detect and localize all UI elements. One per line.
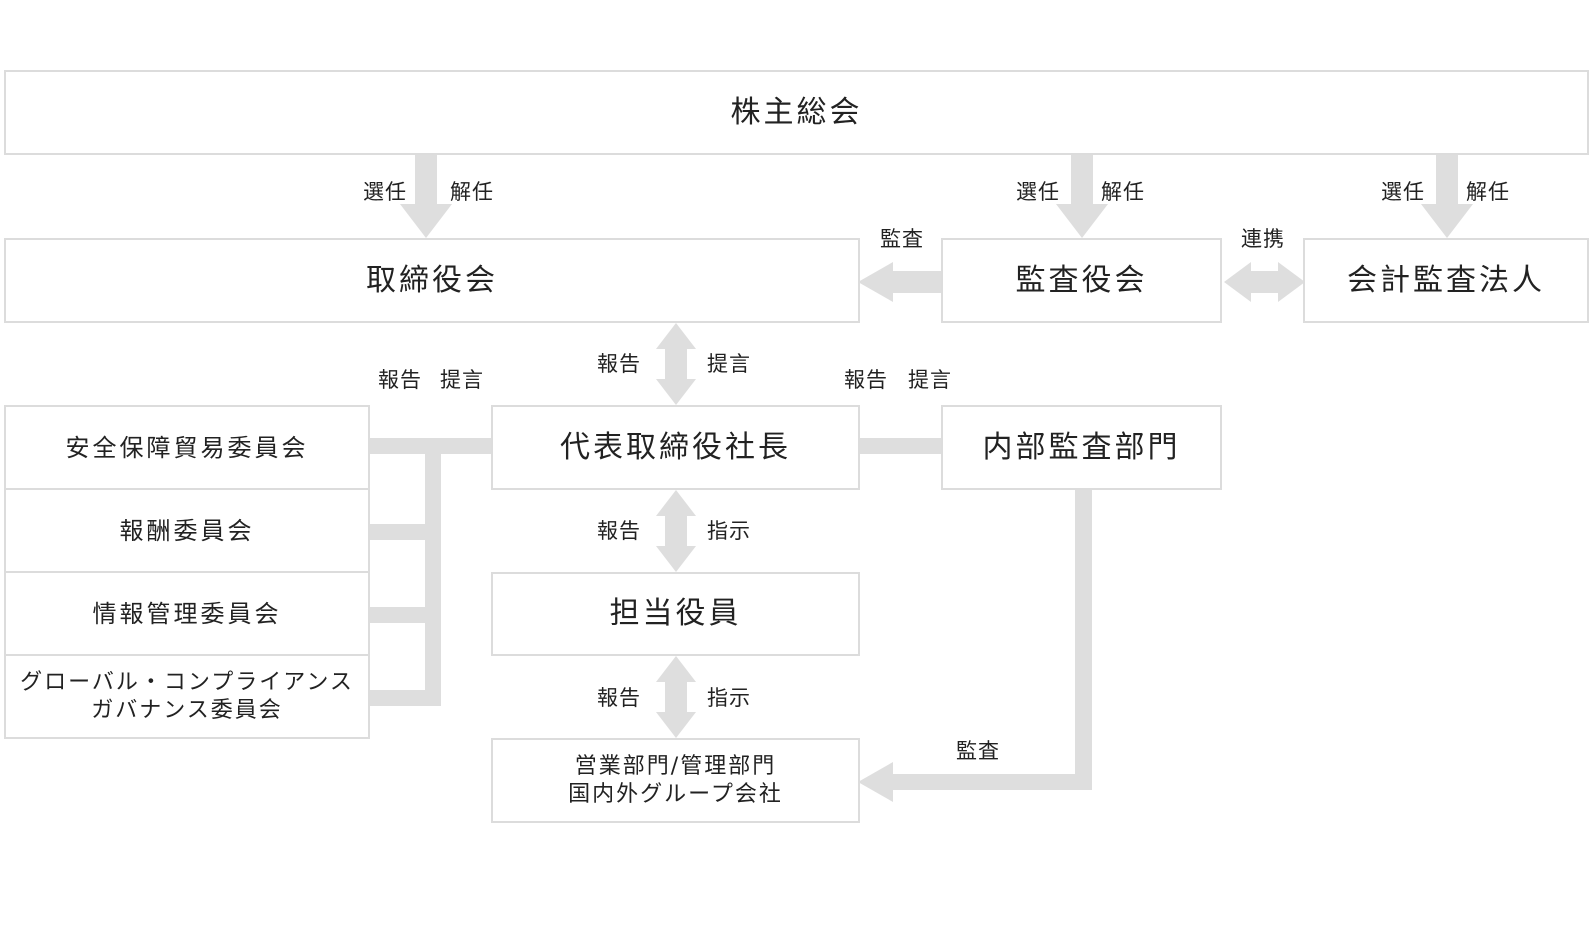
security-trade-committee-box: 安全保障貿易委員会 — [4, 405, 370, 490]
label-audit-elect: 選任 — [1016, 180, 1060, 204]
label-acct-elect: 選任 — [1381, 180, 1425, 204]
arrow-elect-board — [400, 155, 452, 238]
arrow-board-president — [656, 323, 696, 405]
label-collab: 連携 — [1241, 227, 1285, 251]
audit-line-head — [858, 762, 893, 802]
departments-box: 営業部門/管理部門 国内外グループ会社 — [491, 738, 860, 823]
audit-line-vertical — [1075, 490, 1092, 790]
label-pres-report: 報告 — [597, 352, 641, 376]
label-board-elect: 選任 — [363, 180, 407, 204]
arrow-collab — [1224, 262, 1305, 302]
label-dept-report: 報告 — [597, 686, 641, 710]
label-ia-audit: 監査 — [956, 739, 1000, 763]
officers-box: 担当役員 — [491, 572, 860, 656]
arrow-elect-audit-board — [1056, 155, 1108, 238]
audit-board-box: 監査役会 — [941, 238, 1222, 323]
arrow-audit-to-board — [858, 262, 943, 302]
label-audit-to-board: 監査 — [880, 227, 924, 251]
arrow-president-officers — [656, 490, 696, 572]
bracket-info-mgmt — [368, 607, 441, 623]
president-box: 代表取締役社長 — [491, 405, 860, 490]
accounting-auditor-box: 会計監査法人 — [1303, 238, 1589, 323]
bracket-vertical — [425, 446, 441, 704]
label-off-instruct: 指示 — [707, 519, 751, 543]
arrow-elect-accounting-auditor — [1421, 155, 1473, 238]
label-ia-advice: 提言 — [908, 368, 952, 392]
label-cmte-advice: 提言 — [440, 368, 484, 392]
label-dept-instruct: 指示 — [707, 686, 751, 710]
label-cmte-report: 報告 — [378, 368, 422, 392]
label-acct-dismiss: 解任 — [1466, 180, 1510, 204]
label-audit-dismiss: 解任 — [1101, 180, 1145, 204]
info-mgmt-committee-box: 情報管理委員会 — [4, 571, 370, 656]
compensation-committee-box: 報酬委員会 — [4, 488, 370, 573]
board-box: 取締役会 — [4, 238, 860, 323]
bracket-compensation — [368, 524, 441, 540]
label-pres-advice: 提言 — [707, 352, 751, 376]
arrow-officers-departments — [656, 656, 696, 738]
compliance-committee-box: グローバル・コンプライアンス ガバナンス委員会 — [4, 654, 370, 739]
general-meeting-box: 株主総会 — [4, 70, 1589, 155]
link-president-internal-audit — [858, 438, 943, 454]
audit-line-horizontal — [893, 774, 1092, 790]
bracket-compliance — [368, 690, 441, 706]
label-ia-report: 報告 — [844, 368, 888, 392]
label-board-dismiss: 解任 — [450, 180, 494, 204]
internal-audit-box: 内部監査部門 — [941, 405, 1222, 490]
label-off-report: 報告 — [597, 519, 641, 543]
